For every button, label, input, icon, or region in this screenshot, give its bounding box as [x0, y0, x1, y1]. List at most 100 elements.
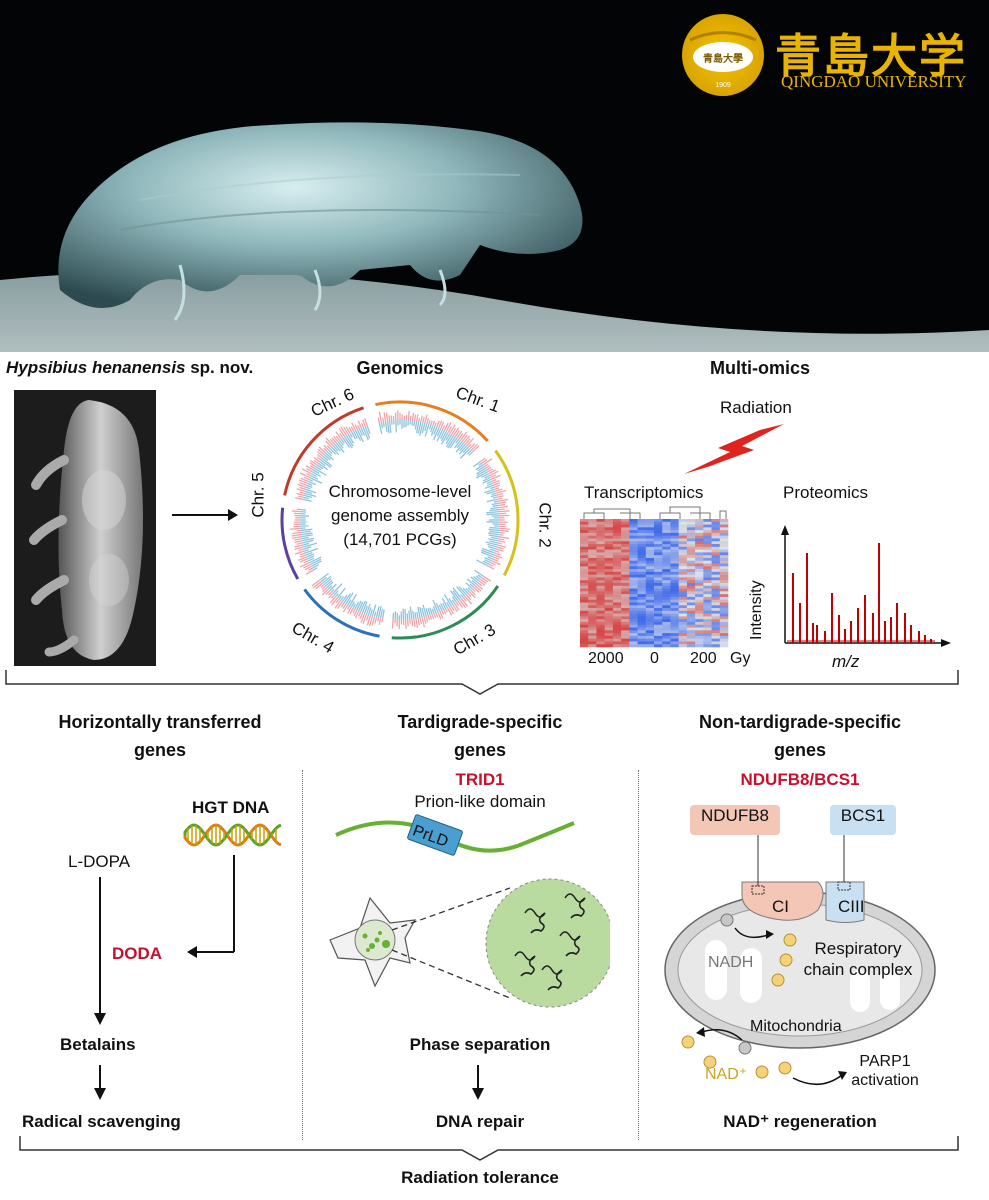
heatmap-cell — [637, 535, 647, 539]
heatmap-cell — [719, 644, 729, 648]
heatmap-cell — [621, 591, 630, 595]
heatmap-cell — [654, 532, 663, 536]
heatmap-cell — [604, 644, 614, 648]
heatmap-cell — [621, 588, 630, 592]
heatmap-cell — [612, 621, 622, 626]
heatmap-cell — [678, 538, 688, 542]
expression-track-bar — [296, 542, 303, 545]
multiomics-title: Multi-omics — [709, 358, 810, 378]
heatmap-cell — [612, 624, 622, 628]
heatmap-cell — [662, 605, 671, 609]
heatmap-cell — [621, 641, 630, 645]
expression-track-bar — [443, 609, 447, 615]
heatmap-cell — [621, 630, 630, 634]
expression-track-bar — [303, 492, 317, 498]
expression-track-bar — [347, 599, 352, 606]
expression-track-bar — [408, 610, 411, 620]
heatmap-cell — [662, 599, 671, 603]
heatmap-cell — [695, 613, 704, 617]
circos-genome-plot — [280, 400, 520, 640]
expression-track-bar — [328, 591, 332, 596]
heatmap-cell — [612, 532, 622, 536]
expression-track-bar — [354, 424, 359, 430]
expression-track-bar — [299, 552, 306, 556]
heatmap-cell — [580, 624, 589, 628]
expression-track-bar — [311, 579, 321, 587]
expression-track-bar — [436, 428, 442, 437]
heatmap-cell — [621, 619, 630, 623]
heatmap-cell — [629, 588, 638, 592]
heatmap-cell — [654, 544, 663, 548]
heatmap-cell — [662, 571, 671, 575]
heatmap-cell — [703, 563, 712, 567]
heatmap-cell — [621, 627, 630, 631]
expression-track-bar — [343, 593, 351, 604]
heatmap-cell — [678, 621, 688, 626]
heatmap-cell — [711, 535, 721, 539]
heatmap-cell — [629, 596, 638, 600]
heatmap-cell — [588, 610, 597, 614]
heatmap-cell — [662, 624, 671, 628]
heatmap-cell — [670, 571, 679, 575]
heatmap-cell — [695, 644, 704, 648]
expression-track-bar — [498, 503, 506, 507]
university-name-chinese: 青島大学 — [775, 29, 967, 83]
expression-track-bar — [352, 608, 356, 614]
heatmap-cell — [711, 608, 721, 612]
expression-track-bar — [300, 525, 309, 527]
heatmap-cell — [654, 621, 663, 626]
heatmap-cell — [670, 580, 679, 584]
phase-separation-diagram — [329, 878, 610, 1008]
expression-track-bar — [302, 542, 310, 546]
heatmap-cell — [670, 538, 679, 542]
heatmap-cell — [604, 596, 614, 600]
heatmap-cell — [678, 530, 688, 534]
expression-track-bar — [481, 577, 489, 583]
expression-track-bar — [445, 434, 453, 445]
heatmap-cell — [612, 563, 622, 567]
expression-track-bar — [333, 435, 339, 443]
heatmap-cell — [678, 627, 688, 631]
heatmap-cell — [612, 619, 622, 623]
expression-track-bar — [484, 488, 496, 494]
heatmap-cell — [678, 521, 688, 525]
expression-track-bar — [478, 462, 483, 466]
heatmap-cell — [678, 549, 688, 553]
expression-track-bar — [443, 593, 452, 607]
heatmap-cell — [621, 621, 630, 626]
heatmap-cell — [588, 569, 597, 573]
heatmap-cell — [662, 610, 671, 614]
expression-track-bar — [425, 616, 429, 623]
heatmap-cell — [580, 527, 589, 531]
heatmap-cell — [662, 583, 671, 587]
heatmap-cell — [604, 524, 614, 528]
expression-track-bar — [449, 437, 458, 449]
heatmap-cell — [719, 538, 729, 542]
heatmap-cell — [662, 566, 671, 570]
expression-track-bar — [340, 602, 345, 608]
heatmap-cell — [678, 555, 688, 559]
heatmap-cell — [703, 527, 712, 531]
expression-track-bar — [294, 538, 302, 541]
expression-track-bar — [301, 536, 309, 540]
expression-track-bar — [487, 543, 497, 548]
heatmap-cell — [670, 583, 679, 587]
heatmap-cell — [719, 596, 729, 600]
heatmap-cell — [711, 641, 721, 645]
expression-track-bar — [491, 479, 497, 482]
heatmap-cell — [645, 633, 655, 637]
heatmap-cell — [695, 549, 704, 553]
expression-track-bar — [364, 426, 371, 439]
expression-track-bar — [360, 427, 366, 436]
expression-track-bar — [487, 556, 493, 560]
heatmap-cell — [695, 591, 704, 595]
expression-track-bar — [316, 456, 321, 461]
heatmap-cell — [612, 580, 622, 584]
heatmap-cell — [686, 527, 696, 531]
heatmap-cell — [580, 585, 589, 589]
heatmap-cell — [596, 588, 605, 592]
heatmap-cell — [686, 644, 696, 648]
expression-track-bar — [411, 619, 414, 627]
heatmap-cell — [654, 530, 663, 534]
